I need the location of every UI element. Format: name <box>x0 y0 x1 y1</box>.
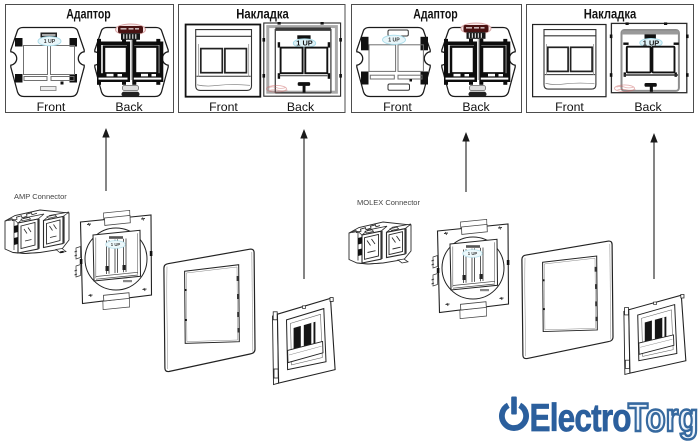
svg-text:Адаптор: Адаптор <box>413 7 458 22</box>
svg-text:Back: Back <box>287 100 315 114</box>
svg-text:Back: Back <box>462 100 490 114</box>
svg-text:Front: Front <box>555 100 584 114</box>
svg-text:Накладка: Накладка <box>584 7 637 22</box>
svg-text:Адаптор: Адаптор <box>66 7 111 22</box>
svg-text:Back: Back <box>115 100 143 114</box>
svg-text:Electro: Electro <box>530 397 632 440</box>
svg-text:Front: Front <box>37 100 66 114</box>
svg-text:Накладка: Накладка <box>236 7 289 22</box>
svg-text:Front: Front <box>209 100 238 114</box>
svg-text:MOLEX Connector: MOLEX Connector <box>357 198 420 207</box>
svg-text:Back: Back <box>634 100 662 114</box>
svg-text:1 UP: 1 UP <box>111 242 121 247</box>
svg-text:Front: Front <box>383 100 412 114</box>
svg-text:AMP Connector: AMP Connector <box>14 192 67 201</box>
svg-text:Torg: Torg <box>628 395 698 440</box>
